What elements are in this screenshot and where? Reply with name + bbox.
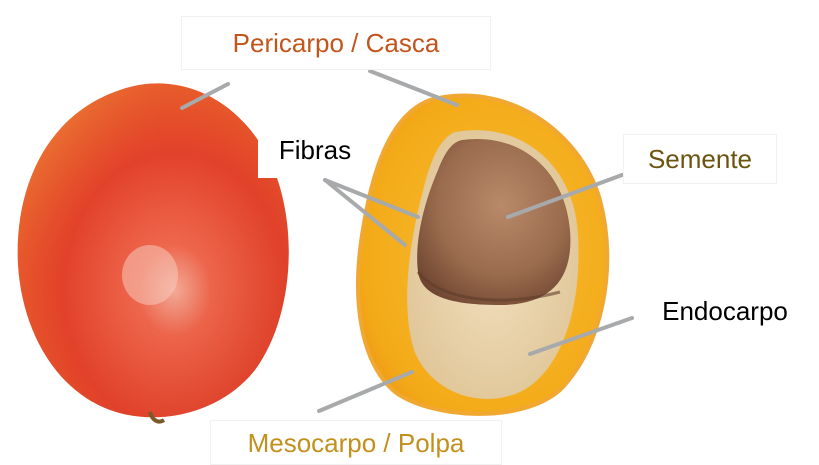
label-mesocarpo-polpa: Mesocarpo / Polpa <box>210 420 502 465</box>
label-semente: Semente <box>623 134 777 184</box>
leader-line-pericarpo-right <box>370 71 457 105</box>
label-mesocarpo-text: Mesocarpo / Polpa <box>248 430 465 456</box>
whole-mango <box>18 83 289 421</box>
label-endocarpo-text: Endocarpo <box>662 298 788 324</box>
label-semente-text: Semente <box>648 146 752 172</box>
whole-mango-highlight <box>122 245 178 305</box>
label-fibras-text: Fibras <box>279 137 351 163</box>
label-fibras: Fibras <box>258 122 372 178</box>
label-endocarpo: Endocarpo <box>636 278 814 344</box>
label-pericarpo-casca: Pericarpo / Casca <box>181 16 491 70</box>
label-pericarpo-text: Pericarpo / Casca <box>233 30 440 56</box>
cut-mango <box>358 96 607 414</box>
